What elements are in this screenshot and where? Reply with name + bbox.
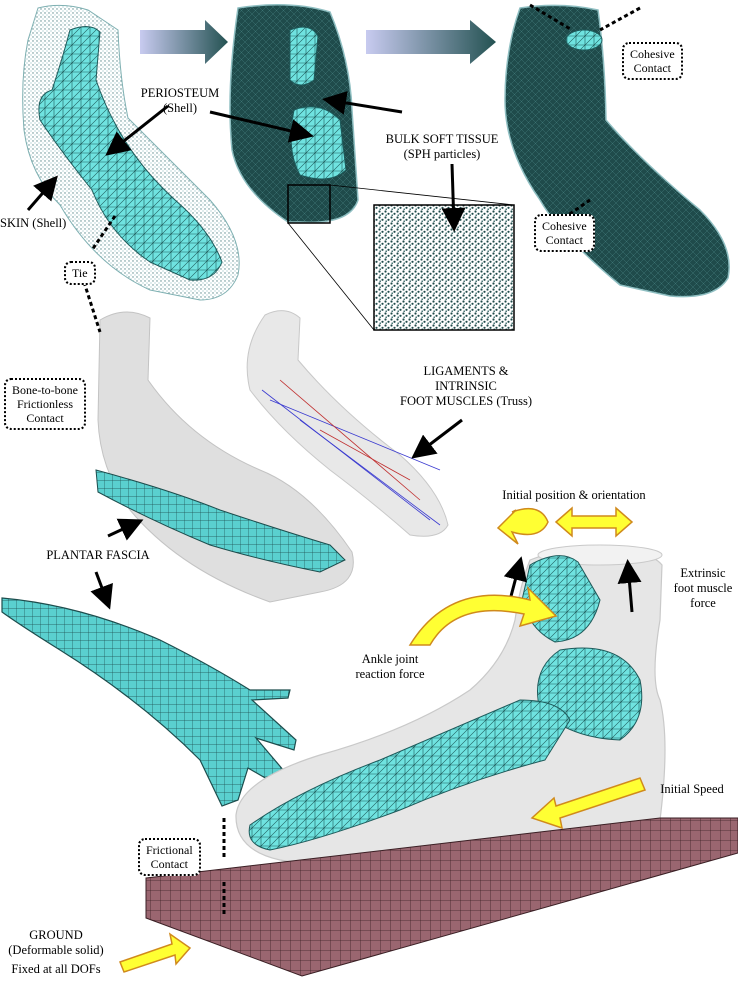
process-arrow-2 <box>366 20 496 64</box>
arrow-sph <box>441 163 466 232</box>
cohesive-2-line-2: Contact <box>545 233 583 247</box>
initial-speed-arrow <box>530 777 647 830</box>
zoom-line-bottom <box>287 222 375 331</box>
initial-speed-label: Initial Speed <box>660 782 724 796</box>
ground-label: GROUND (Deformable solid) <box>0 928 112 958</box>
extrinsic-line-2: foot muscle <box>673 581 733 595</box>
frictional-line-1: Frictional <box>146 843 193 857</box>
bulk-type: (SPH particles) <box>403 147 481 161</box>
periosteum-title: PERIOSTEUM <box>140 86 220 100</box>
extrinsic-line-1: Extrinsic <box>680 566 726 580</box>
arrow-fascia-2 <box>90 571 113 610</box>
ligaments-line-3: FOOT MUSCLES (Truss) <box>400 394 532 408</box>
cohesive-contact-box-2: Cohesive Contact <box>534 214 595 252</box>
plantar-fascia-mesh <box>1 597 297 807</box>
zoom-region-box <box>287 184 331 224</box>
arrow-skin <box>26 175 58 211</box>
bulk-soft-tissue-label: BULK SOFT TISSUE (SPH particles) <box>372 132 512 162</box>
ground-deformable-solid <box>145 817 738 977</box>
bone-contact-line-2: Frictionless <box>16 397 73 411</box>
arrow-periosteum-2 <box>209 110 314 143</box>
arrow-muscle-force-2 <box>617 559 642 613</box>
ground-type: (Deformable solid) <box>8 943 104 957</box>
process-arrow-1 <box>140 20 228 64</box>
cohesive-1-line-1: Cohesive <box>630 47 675 61</box>
dotted-arrow-cohesive-1b <box>599 6 641 32</box>
translation-arrow <box>554 506 634 538</box>
bone-contact-line-3: Contact <box>26 411 64 425</box>
plantar-fascia-label: PLANTAR FASCIA <box>46 548 150 562</box>
rotation-arrow <box>496 507 549 545</box>
ankle-joint-label: Ankle joint reaction force <box>340 652 440 682</box>
extrinsic-force-label: Extrinsic foot muscle force <box>668 566 738 611</box>
ankle-line-2: reaction force <box>355 667 425 681</box>
cohesive-2-line-1: Cohesive <box>542 219 587 233</box>
initial-position-label: Initial position & orientation <box>502 488 646 502</box>
ankle-reaction-arrow <box>408 585 558 646</box>
main-foot-model <box>235 544 666 871</box>
ligaments-line-1: LIGAMENTS & <box>423 364 509 378</box>
dotted-arrow-tie-down <box>82 281 102 333</box>
soft-tissue-foot-model <box>229 4 359 224</box>
full-foot-model <box>504 4 730 298</box>
frictional-line-2: Contact <box>150 857 188 871</box>
arrow-periosteum-1 <box>105 104 169 156</box>
arrow-fascia-1 <box>107 518 144 541</box>
fixed-dofs-label: Fixed at all DOFs <box>11 962 101 976</box>
cohesive-contact-box-1: Cohesive Contact <box>622 42 683 80</box>
ligaments-line-2: INTRINSIC <box>435 379 497 393</box>
arrow-bulk-soft-tissue <box>322 91 403 115</box>
cohesive-1-line-2: Contact <box>633 61 671 75</box>
sph-particles-zoom <box>373 204 515 331</box>
dotted-arrow-cohesive-1a <box>529 3 573 32</box>
ground-fixed-arrow <box>119 932 192 973</box>
tie-box: Tie <box>64 261 96 285</box>
bulk-title: BULK SOFT TISSUE <box>385 132 499 146</box>
zoom-line-top <box>329 184 515 206</box>
bone-contact-box: Bone-to-bone Frictionless Contact <box>4 378 86 430</box>
periosteum-type: (Shell) <box>162 101 198 115</box>
arrow-muscle-force-1 <box>503 556 528 601</box>
arrow-ligaments <box>411 418 463 459</box>
ankle-line-1: Ankle joint <box>361 652 419 666</box>
ground-title: GROUND <box>29 928 83 942</box>
periosteum-label: PERIOSTEUM (Shell) <box>136 86 224 116</box>
ligaments-label: LIGAMENTS & INTRINSIC FOOT MUSCLES (Trus… <box>376 364 556 409</box>
bone-foot-with-fascia <box>95 311 354 603</box>
extrinsic-line-3: force <box>690 596 716 610</box>
skin-label: SKIN (Shell) <box>0 216 67 230</box>
bone-contact-line-1: Bone-to-bone <box>12 383 78 397</box>
frictional-contact-box: Frictional Contact <box>138 838 201 876</box>
